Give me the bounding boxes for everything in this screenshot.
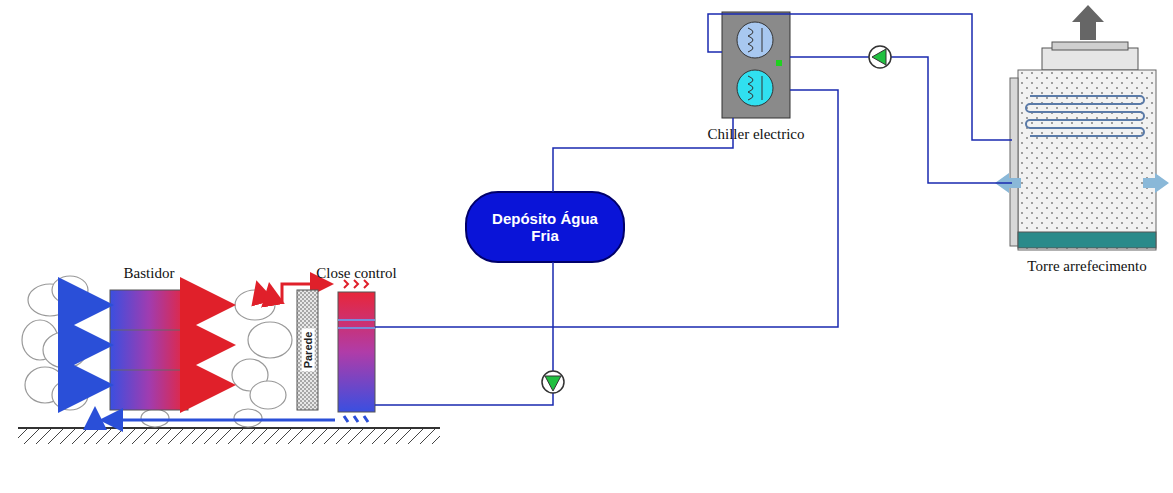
floor-hatch bbox=[18, 428, 440, 444]
water-pipe bbox=[375, 90, 838, 327]
wall-box: Parede bbox=[297, 290, 318, 410]
close-control-box: Close control bbox=[338, 292, 375, 412]
air-cloud bbox=[22, 276, 292, 427]
node-label: Bastidor bbox=[124, 265, 175, 282]
water-pipe bbox=[375, 262, 553, 405]
floor-air bbox=[95, 412, 368, 422]
node-label: Parede bbox=[301, 329, 314, 372]
water-pipe bbox=[790, 57, 1012, 183]
rack-box: Bastidor bbox=[110, 290, 188, 410]
rack bbox=[110, 290, 188, 410]
node-label: Depósito Água Fria bbox=[490, 210, 600, 245]
cooling-tower bbox=[995, 5, 1169, 250]
water-pipe bbox=[708, 14, 1012, 140]
chiller bbox=[722, 12, 790, 118]
floor bbox=[18, 427, 440, 429]
cold-air-arrow bbox=[72, 305, 100, 385]
return-air bbox=[344, 280, 368, 288]
close-control-unit bbox=[338, 292, 375, 412]
water-tank bbox=[466, 192, 624, 262]
chiller-box: Chiller electrico bbox=[722, 12, 790, 118]
node-label: Close control bbox=[316, 265, 396, 282]
hot-air-arrow bbox=[194, 305, 222, 385]
water-pipe bbox=[553, 118, 733, 192]
tank-box: Depósito Água Fria bbox=[466, 192, 624, 262]
tower-box: Torre arrefecimento bbox=[1012, 10, 1162, 252]
pump-symbol bbox=[869, 46, 891, 68]
wall bbox=[297, 290, 318, 410]
pump-symbol bbox=[542, 371, 564, 393]
node-label: Chiller electrico bbox=[707, 126, 804, 143]
node-label: Torre arrefecimento bbox=[1027, 258, 1146, 275]
